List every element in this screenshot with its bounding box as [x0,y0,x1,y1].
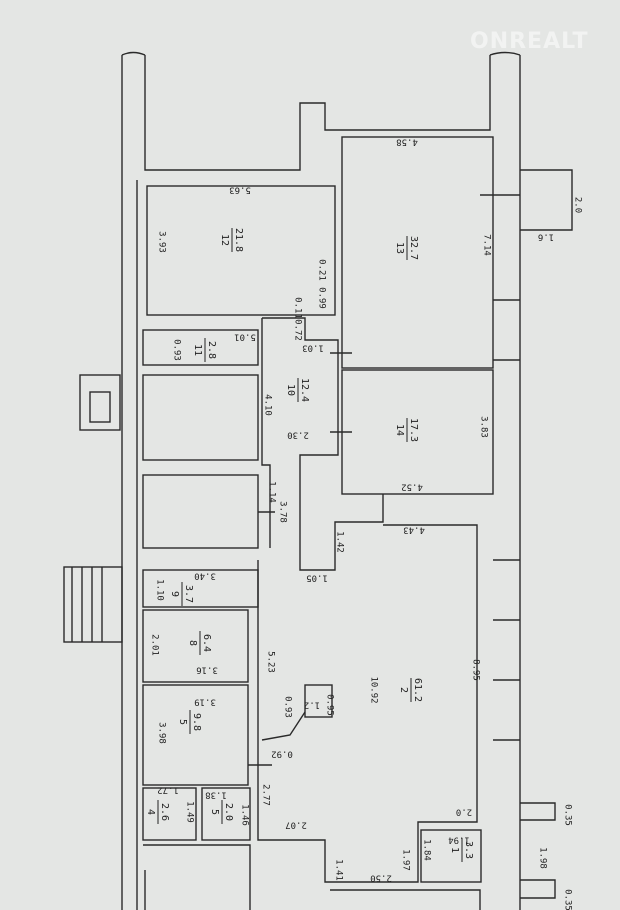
room-11 [142,329,259,366]
room-number: 5 [209,809,220,815]
dimension-label: 1.41 [334,859,344,881]
dimension-label: 1.84 [422,839,432,861]
room-number: 4 [145,809,156,815]
dimension-label: 4.10 [263,394,273,416]
dimension-label: 0.21 [317,259,327,281]
dimension-label: 7.14 [482,234,492,256]
dimension-label: 2.0 [573,197,583,213]
room-10 [262,317,384,571]
dimension-label: 3.83 [479,416,489,438]
dimension-label: 2.77 [261,784,271,806]
room-13 [341,136,494,369]
room-6 [142,684,249,786]
dimension-label: 0.92 [271,749,293,759]
dimension-label: 1.03 [302,343,324,353]
room-2-column [304,684,333,718]
room-number: 2 [398,687,409,693]
dimension-label: 1.97 [401,849,411,871]
room-number: 12 [219,234,230,246]
room-5 [201,787,251,841]
room-area: 3.3 [463,841,474,859]
dimension-label: 4.58 [396,137,418,147]
dimension-label: 2.50 [370,873,392,883]
dimension-label: 8.95 [471,659,481,681]
porch-upper [79,374,121,431]
dimension-label: 4.43 [403,525,425,535]
room-area: 6.4 [201,634,212,652]
watermark-logo: ONREALT [470,29,589,54]
dimension-label: 2.0 [456,807,472,817]
dimension-label: 1.72 [157,785,179,795]
dimension-label: 3.78 [278,501,288,523]
dimension-label: 4.52 [401,482,423,492]
dimension-label: 0.93 [172,339,182,361]
room-8 [142,609,249,683]
room-number: 14 [394,424,405,436]
dimension-label: 5.01 [234,332,256,342]
dimension-label: 0.99 [317,287,327,309]
room-area: 32.7 [408,236,419,260]
dimension-label: 3.93 [157,231,167,253]
dimension-label: 3.98 [157,722,167,744]
dimension-label: 0.35 [563,804,573,826]
room-number: 5 [177,719,188,725]
dimension-label: 1.42 [335,531,345,553]
room-area: 12.4 [299,378,310,402]
room-1 [420,829,482,883]
dimension-label: 0.11 [293,297,303,319]
dimension-label: 1.38 [205,790,227,800]
dimension-label: 2.30 [287,430,309,440]
dimension-label: 1.6 [538,232,554,242]
room-area: 2.8 [206,341,217,359]
dimension-label: 1.14 [267,481,277,503]
dimension-label: 2.01 [150,634,160,656]
dimension-label: 0.35 [563,889,573,910]
dimension-label: 5.63 [229,185,251,195]
room-area: 2.6 [159,803,170,821]
room-12 [146,185,336,316]
dimension-label: 1.49 [185,801,195,823]
dimension-label: 3.19 [194,697,216,707]
dimension-label: 10.92 [369,676,379,703]
dimension-label: 1.05 [306,573,328,583]
dimension-label: 2.07 [285,820,307,830]
dimension-label: 3.16 [196,665,218,675]
dimension-label: 1.98 [538,847,548,869]
room-number: 1 [449,847,460,853]
dimension-label: 0.95 [325,694,335,716]
room-number: 8 [187,640,198,646]
room-number: 9 [169,591,180,597]
room-area: 2.0 [223,803,234,821]
dimension-label: 0.72 [293,319,303,341]
room-area: 3.7 [183,585,194,603]
room-number: 11 [192,344,203,356]
room-area: 21.8 [233,228,244,252]
room-4 [142,787,197,841]
dimension-label: 1.10 [155,579,165,601]
room-area: 17.3 [408,418,419,442]
dimension-label: 5.23 [266,651,276,673]
room-area: 9.8 [191,713,202,731]
dimension-label: 1.2 [304,700,320,710]
room-number: 13 [394,242,405,254]
room-number: 10 [285,384,296,396]
porch-lower [63,566,123,643]
room-area: 61.2 [412,678,423,702]
dimension-label: 0.93 [283,696,293,718]
dimension-label: 3.40 [194,571,216,581]
dimension-label: 1.46 [240,804,250,826]
walls [63,51,573,910]
dimension-label: 1.94 [448,835,470,845]
